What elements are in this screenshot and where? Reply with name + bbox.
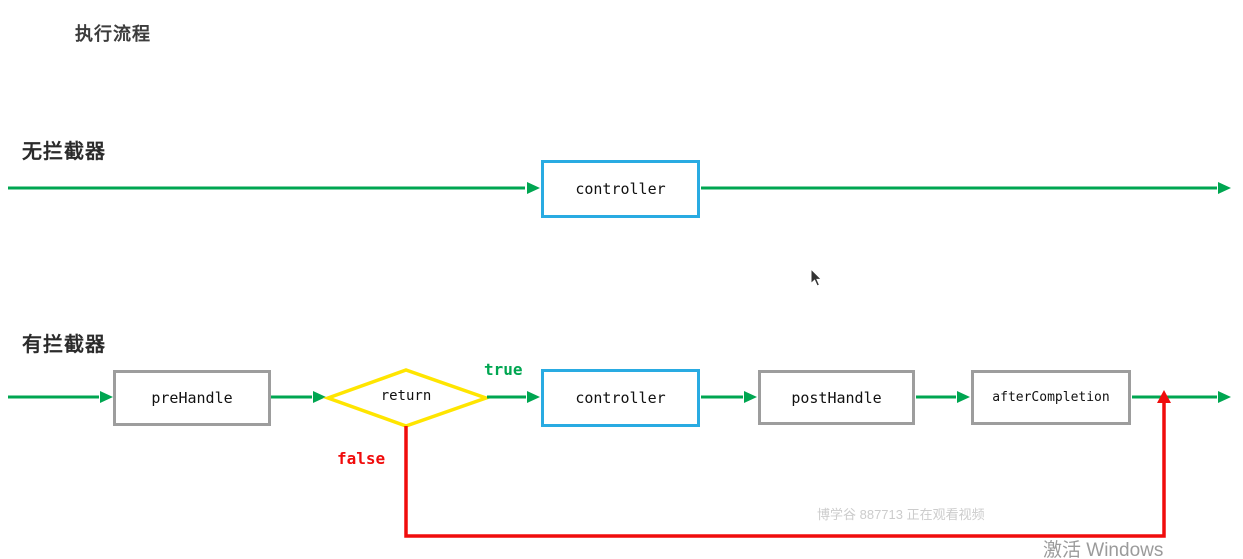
- page-title: 执行流程: [75, 24, 151, 44]
- node-label: afterCompletion: [992, 390, 1110, 405]
- node-label: postHandle: [791, 388, 882, 407]
- arrowhead-false-return-icon: [1157, 390, 1171, 403]
- section-label-no-interceptor: 无拦截器: [22, 141, 106, 163]
- arrowhead-row2-end-icon: [1218, 391, 1231, 403]
- arrowhead-return-to-controller-icon: [527, 391, 540, 403]
- branch-label-false: false: [337, 449, 386, 468]
- node-label: preHandle: [151, 389, 233, 407]
- viewer-watermark: 博学谷 887713 正在观看视频: [817, 507, 985, 522]
- arrowhead-row1-right-icon: [1218, 182, 1231, 194]
- node-controller-no-interceptor: controller: [541, 160, 700, 218]
- section-label-with-interceptor: 有拦截器: [22, 334, 106, 356]
- arrowhead-controller-to-posthandle-icon: [744, 391, 757, 403]
- decision-label: return: [380, 388, 432, 404]
- branch-label-true: true: [484, 360, 523, 379]
- node-posthandle: postHandle: [758, 370, 915, 425]
- node-label: controller: [575, 389, 666, 407]
- node-prehandle: preHandle: [113, 370, 271, 426]
- arrowhead-prehandle-to-return-icon: [313, 391, 326, 403]
- arrowhead-row2-start-icon: [100, 391, 113, 403]
- node-label: controller: [575, 180, 666, 198]
- activate-windows-watermark: 激活 Windows: [1043, 540, 1164, 559]
- mouse-cursor-icon: [810, 267, 823, 287]
- arrowhead-row1-left-icon: [527, 182, 540, 194]
- arrowhead-posthandle-to-aftercompletion-icon: [957, 391, 970, 403]
- node-controller-with-interceptor: controller: [541, 369, 700, 427]
- node-aftercompletion: afterCompletion: [971, 370, 1131, 425]
